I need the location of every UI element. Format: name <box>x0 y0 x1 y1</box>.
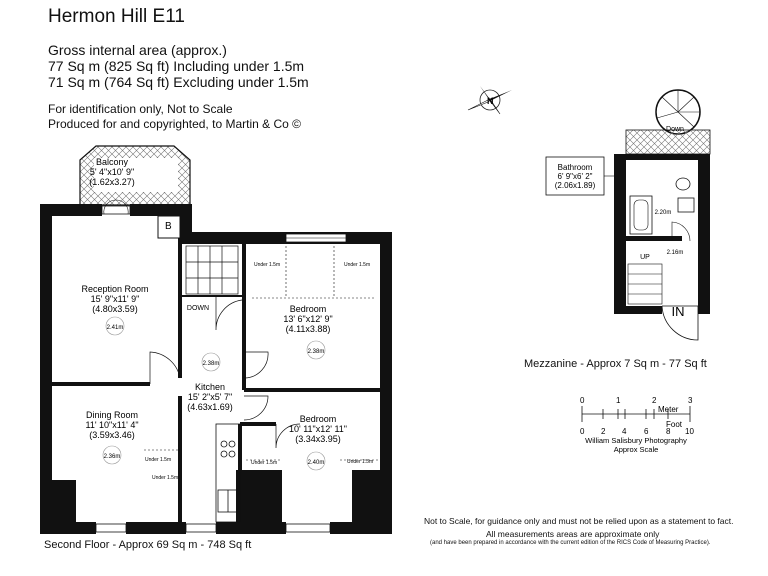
balcony <box>79 145 191 206</box>
kitchen-size-imperial: 15' 2"x5' 7" <box>188 392 232 402</box>
restricted-height-zones <box>144 246 378 461</box>
bedroom1-name: Bedroom <box>290 304 327 314</box>
bedroom1-height: 2.38m <box>308 349 325 355</box>
under-label-4: Under 1.5m <box>152 475 178 481</box>
bedroom1-size-imperial: 13' 6"x12' 9" <box>283 314 332 324</box>
meter-label: Meter <box>658 405 679 414</box>
under-label-1: Under 1.5m <box>254 262 280 268</box>
foot-tick-5: 10 <box>685 427 694 436</box>
bedroom2-name: Bedroom <box>300 414 337 424</box>
kitchen-name: Kitchen <box>195 382 225 392</box>
bedroom1-size-metric: (4.11x3.88) <box>286 324 331 334</box>
foot-label: Foot <box>666 420 683 429</box>
stairs-down-label: DOWN <box>187 305 209 312</box>
foot-tick-2: 4 <box>622 427 627 436</box>
dining-height: 2.36m <box>104 454 121 460</box>
balcony-size-metric: (1.62x3.27) <box>89 177 135 187</box>
area-including: 77 Sq m (825 Sq ft) Including under 1.5m <box>48 58 305 74</box>
bathroom-size-metric: (2.06x1.89) <box>555 181 596 190</box>
area-excluding: 71 Sq m (764 Sq ft) Excluding under 1.5m <box>48 74 309 90</box>
identification-note: For identification only, Not to Scale <box>48 102 233 116</box>
meter-tick-2: 2 <box>652 396 657 405</box>
bedroom2-height: 2.40m <box>308 460 325 466</box>
under-label-2: Under 1.5m <box>344 262 370 268</box>
disclaimer-line-1: Not to Scale, for guidance only and must… <box>424 516 734 526</box>
meter-tick-1: 1 <box>616 396 621 405</box>
reception-size-imperial: 15' 9"x11' 9" <box>91 294 140 304</box>
kitchen-height: 2.38m <box>203 361 220 367</box>
foot-tick-0: 0 <box>580 427 585 436</box>
entrance-label: IN <box>672 304 685 319</box>
spiral-down-label: Down <box>666 126 684 133</box>
compass-letter: N <box>487 96 494 106</box>
foot-tick-4: 8 <box>666 427 671 436</box>
under-label-5: Under 1.5m <box>251 460 277 466</box>
mezzanine-caption: Mezzanine - Approx 7 Sq m - 77 Sq ft <box>524 358 707 370</box>
meter-tick-3: 3 <box>688 396 693 405</box>
mezzanine-plan <box>545 89 711 341</box>
scale-bar <box>581 406 691 422</box>
dining-name: Dining Room <box>86 410 138 420</box>
balcony-size-imperial: 5' 4"x10' 9" <box>90 167 134 177</box>
bedroom-window <box>285 233 347 243</box>
doors <box>149 296 301 449</box>
dining-size-imperial: 11' 10"x11' 4" <box>85 420 138 430</box>
copyright-note: Produced for and copyrighted, to Martin … <box>48 117 301 131</box>
photographer-credit: William Salisbury Photography <box>585 436 687 445</box>
bathroom-size-imperial: 6' 9"x6' 2" <box>558 172 593 181</box>
dining-size-metric: (3.59x3.46) <box>89 430 135 440</box>
kitchen-units <box>215 423 241 523</box>
bedroom2-size-imperial: 10' 11"x12' 11" <box>289 424 347 434</box>
stairs-up-label: UP <box>640 254 650 261</box>
approx-scale-label: Approx Scale <box>614 445 659 454</box>
storage-label: B <box>165 221 172 232</box>
reception-size-metric: (4.80x3.59) <box>92 304 138 314</box>
bathroom-name: Bathroom <box>558 163 593 172</box>
reception-name: Reception Room <box>81 284 148 294</box>
foot-tick-3: 6 <box>644 427 649 436</box>
under-label-6: Under 1.5m <box>347 459 373 465</box>
under-label-3: Under 1.5m <box>145 457 171 463</box>
disclaimer-line-3: (and have been prepared in accordance wi… <box>430 540 711 546</box>
landing-height: 2.16m <box>667 250 684 256</box>
foot-tick-1: 2 <box>601 427 606 436</box>
balcony-name: Balcony <box>96 157 129 167</box>
reception-height: 2.41m <box>107 325 124 331</box>
disclaimer-line-2: All measurements areas are approximate o… <box>486 529 660 539</box>
bedroom2-size-metric: (3.34x3.95) <box>295 434 341 444</box>
kitchen-size-metric: (4.63x1.69) <box>187 402 233 412</box>
bathroom-height: 2.20m <box>655 210 672 216</box>
staircase <box>185 245 239 295</box>
meter-tick-0: 0 <box>580 396 585 405</box>
gross-area-label: Gross internal area (approx.) <box>48 42 227 58</box>
storage-cupboard: B <box>157 215 181 239</box>
balcony-doors <box>101 199 131 215</box>
bottom-windows <box>95 523 331 533</box>
property-title: Hermon Hill E11 <box>48 6 185 27</box>
second-floor-caption: Second Floor - Approx 69 Sq m - 748 Sq f… <box>44 539 252 551</box>
compass-icon: N <box>467 86 512 115</box>
